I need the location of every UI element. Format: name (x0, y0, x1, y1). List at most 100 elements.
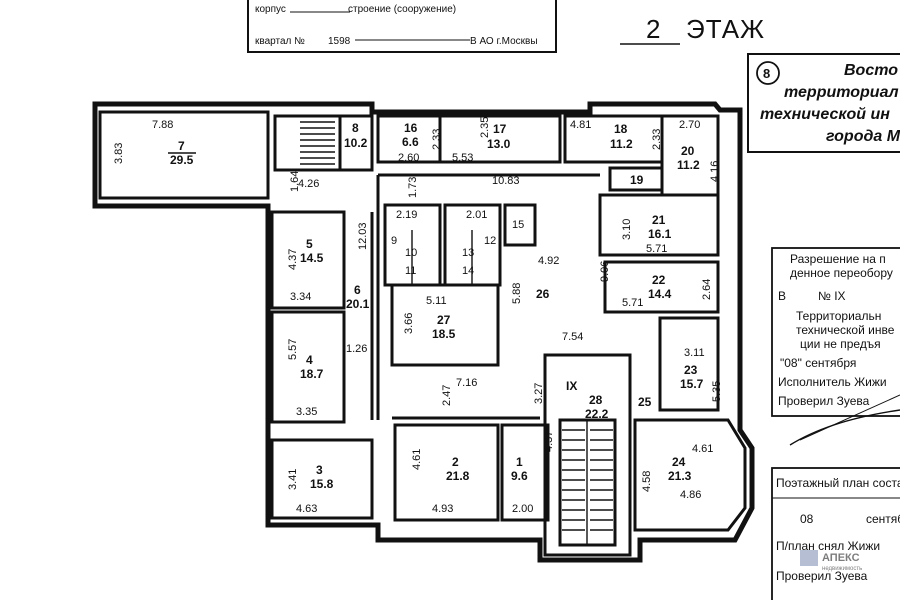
plan-line-4: П/план снял Жижи (776, 539, 880, 553)
room-number: 19 (630, 173, 644, 187)
dimension: 12.03 (357, 222, 369, 250)
room-number: 18 (614, 122, 628, 136)
stair-8 (300, 121, 335, 165)
dimension: 3.83 (113, 143, 125, 164)
room-area: 6.6 (402, 135, 419, 149)
dimension: 2.19 (396, 209, 417, 221)
room-number: 27 (437, 313, 451, 327)
plan-line-3: сентяб (866, 512, 900, 526)
kvartal-value: 1598 (328, 36, 351, 47)
room-area: 20.1 (346, 297, 370, 311)
room-number: 15 (512, 219, 524, 231)
room-area: 22.2 (585, 407, 609, 421)
dimension: 1.73 (407, 177, 419, 198)
room-area: 14.5 (300, 251, 324, 265)
district-text: В АО г.Москвы (470, 36, 538, 47)
korpus-label: корпус (255, 4, 286, 15)
room-number: 17 (493, 122, 507, 136)
dimension: 3.66 (403, 313, 415, 334)
permit-line-7: ции не предъя (800, 337, 881, 351)
room-number: 22 (652, 273, 666, 287)
room-number: 14 (462, 265, 474, 277)
permit-line-1: Разрешение на п (790, 252, 886, 266)
permit-line-6: технической инве (796, 323, 895, 337)
dimension: 5.53 (452, 152, 473, 164)
room-area: 15.7 (680, 377, 704, 391)
dimension: 9.06 (599, 261, 611, 282)
room-number: 23 (684, 363, 698, 377)
dimension: 5.35 (711, 381, 723, 402)
plan-line-1: Поэтажный план состав (776, 476, 900, 490)
walls (92, 101, 755, 563)
floor-word: ЭТАЖ (686, 14, 765, 44)
dimension: 5.88 (511, 283, 523, 304)
dimension: 4.16 (709, 161, 721, 182)
permit-line-3: В (778, 289, 786, 303)
room-area: 9.6 (511, 469, 528, 483)
room-number: 4 (306, 353, 313, 367)
plan-line-5: Проверил Зуева (776, 569, 868, 583)
room-area: 21.8 (446, 469, 470, 483)
stamp-badge: 8 (763, 66, 770, 81)
watermark-sub: недвижимость (822, 566, 862, 572)
stroenie-label: строение (сооружение) (348, 4, 456, 15)
section-mark: IX (566, 379, 577, 393)
room-number: 7 (178, 139, 185, 153)
dimension: 2.33 (431, 129, 443, 150)
dimension: 1.64 (289, 171, 301, 192)
room-number: 3 (316, 463, 323, 477)
room-number: 13 (462, 247, 474, 259)
permit-line-5: Территориальн (796, 309, 881, 323)
dimension: 4.58 (641, 471, 653, 492)
room-area: 11.2 (677, 158, 700, 172)
dimension: 2.70 (679, 119, 700, 131)
permit-line-9: Исполнитель Жижи (778, 375, 887, 389)
permit-line-4: № IX (818, 289, 846, 303)
dimension: 3.27 (533, 383, 545, 404)
stamp-line-4: города М (826, 128, 900, 145)
room-area: 15.8 (310, 477, 334, 491)
room-number: 9 (391, 235, 397, 247)
room-area: 16.1 (648, 227, 672, 241)
permit-line-2: денное переобору (790, 266, 893, 280)
room-area: 18.7 (300, 367, 324, 381)
dimension: 7.88 (152, 119, 173, 131)
dimension: 2.64 (701, 279, 713, 300)
permit-line-8: "08" сентября (780, 356, 856, 370)
room-area: 11.2 (610, 137, 633, 151)
floor-title: 2 ЭТАЖ (620, 14, 765, 45)
room-number: 10 (405, 247, 417, 259)
dimension: 2.00 (512, 503, 533, 515)
dimension: 2.33 (651, 129, 663, 150)
room-number: 26 (536, 287, 550, 301)
stamp-line-2: территориал (784, 84, 899, 101)
room-area: 13.0 (487, 137, 511, 151)
room-number: 6 (354, 283, 361, 297)
kvartal-label: квартал № (255, 36, 305, 47)
room-number: 24 (672, 455, 686, 469)
dimension: 4.86 (680, 489, 701, 501)
dimension: 7.54 (562, 331, 583, 343)
dimension: 3.35 (296, 406, 317, 418)
dimension: 2.60 (398, 152, 419, 164)
room-number: 12 (484, 235, 496, 247)
room-number: 25 (638, 395, 652, 409)
dimension: 4.61 (411, 449, 423, 470)
stamp-line-3: технической ин (760, 106, 890, 123)
room-number: 21 (652, 213, 666, 227)
room-area: 14.4 (648, 287, 672, 301)
dimension: 7.16 (456, 377, 477, 389)
dimension: 4.26 (298, 178, 319, 190)
dimension: 4.63 (296, 503, 317, 515)
dimension: 5.57 (287, 339, 299, 360)
dimension: 3.34 (290, 291, 311, 303)
dimension: 3.11 (684, 347, 705, 359)
plan-line-2: 08 (800, 512, 814, 526)
dimension: 4.37 (287, 249, 299, 270)
dimension: 10.83 (492, 175, 520, 187)
permit-line-10: Проверил Зуева (778, 394, 870, 408)
dimension: 3.41 (287, 469, 299, 490)
room-number: 20 (681, 144, 695, 158)
header-form: корпус строение (сооружение) квартал № 1… (247, 0, 557, 53)
